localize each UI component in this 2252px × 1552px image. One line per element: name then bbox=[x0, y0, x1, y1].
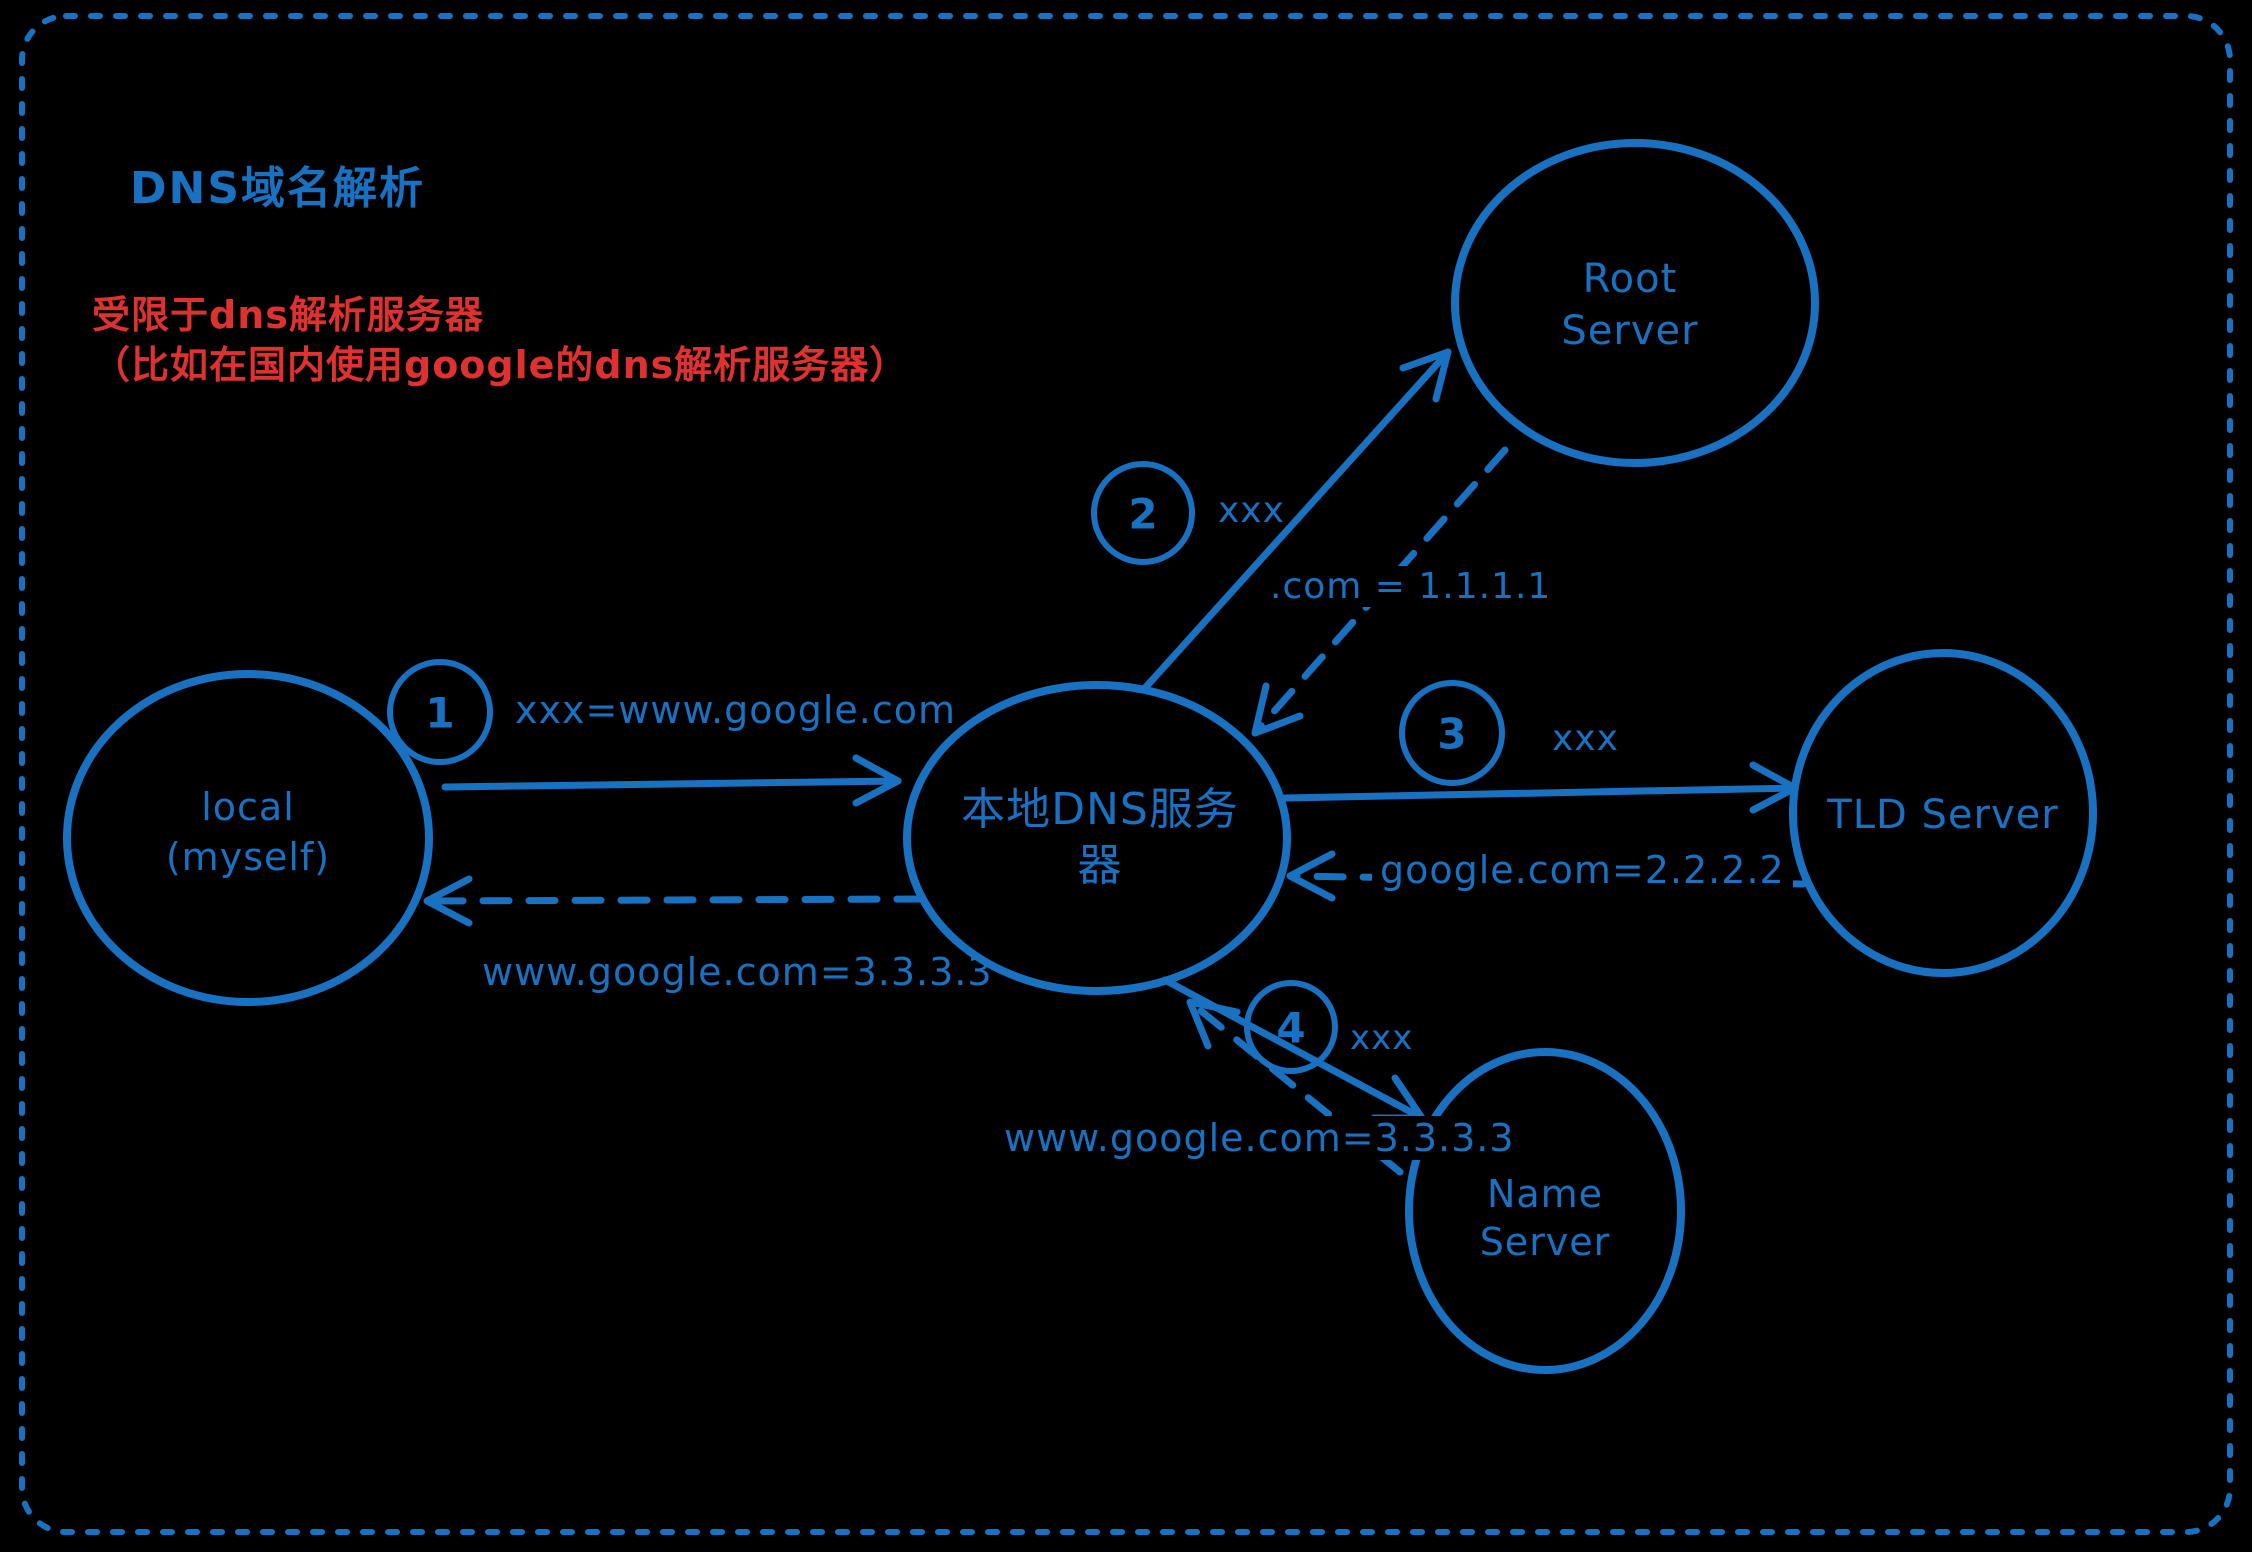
local-node-label: local (myself) bbox=[165, 785, 331, 879]
request-label-1: xxx=www.google.com bbox=[515, 688, 957, 732]
step-2-badge-number: 2 bbox=[1128, 489, 1158, 539]
request-arrow-3 bbox=[1281, 784, 1799, 802]
root-server-node-label: Root Server bbox=[1561, 256, 1699, 354]
step-3-badge-circle bbox=[1399, 680, 1505, 786]
name-server-node-ellipse bbox=[1405, 1048, 1685, 1374]
limitation-note-line1: 受限于dns解析服务器 bbox=[92, 293, 484, 337]
step-4-badge-number: 4 bbox=[1276, 1003, 1306, 1053]
request-label-3: xxx bbox=[1552, 718, 1619, 759]
request-label-2: xxx bbox=[1218, 490, 1285, 531]
local-dns-node-ellipse bbox=[903, 681, 1291, 995]
limitation-note: 受限于dns解析服务器 （比如在国内使用google的dns解析服务器） bbox=[92, 290, 908, 390]
root-server-node-ellipse bbox=[1451, 139, 1819, 467]
request-arrow-1-head bbox=[852, 754, 902, 807]
request-label-4: xxx bbox=[1350, 1018, 1414, 1058]
diagram-title: DNS域名解析 bbox=[130, 163, 426, 214]
response-arrow-1-head bbox=[423, 875, 473, 927]
response-label-4: www.google.com=3.3.3.3 bbox=[998, 1116, 1521, 1160]
request-arrow-2-head bbox=[1399, 348, 1452, 403]
dotted-border bbox=[19, 13, 2233, 1535]
tld-server-node-ellipse bbox=[1789, 649, 2097, 977]
step-2-badge-circle bbox=[1091, 461, 1195, 565]
response-label-3: google.com=2.2.2.2 bbox=[1372, 848, 1793, 892]
step-1-badge-number: 1 bbox=[425, 688, 455, 738]
limitation-note-line2: （比如在国内使用google的dns解析服务器） bbox=[92, 343, 909, 387]
tld-server-node-label: TLD Server bbox=[1827, 792, 2059, 838]
name-server-node-label: Name Server bbox=[1479, 1172, 1611, 1264]
request-arrow-3-head bbox=[1749, 761, 1799, 814]
step-3-badge-number: 3 bbox=[1437, 709, 1467, 759]
local-dns-node-label: 本地DNS服务 器 bbox=[961, 784, 1239, 891]
response-arrow-1 bbox=[423, 895, 927, 905]
response-arrow-3-head bbox=[1286, 850, 1336, 902]
response-label-2: .com = 1.1.1.1 bbox=[1264, 566, 1558, 607]
request-arrow-2 bbox=[1141, 348, 1452, 692]
step-1-badge-circle bbox=[387, 659, 493, 765]
local-node-ellipse bbox=[63, 670, 433, 1006]
response-arrow-2-head bbox=[1251, 682, 1304, 737]
response-arrow-4-head bbox=[1186, 998, 1241, 1050]
response-label-1: www.google.com=3.3.3.3 bbox=[482, 950, 993, 994]
request-arrow-1 bbox=[441, 777, 902, 791]
